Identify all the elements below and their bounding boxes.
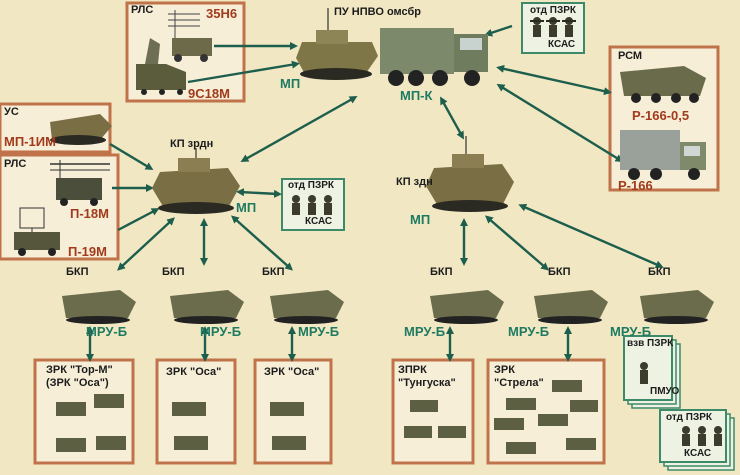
zrk-tor-line1: ЗРК "Тор-М" [46, 364, 113, 376]
mru-b-label-3: МРУ-Б [298, 324, 340, 339]
command-mpk-truck-icon [380, 28, 488, 86]
kp-zdn-vehicle-icon [426, 136, 514, 212]
zrk-strela-line1: ЗРК [494, 364, 515, 376]
mru-b-wheels [66, 316, 708, 324]
kp-zdn-title: КП здн [396, 176, 433, 188]
bkp-label-3: БКП [262, 266, 285, 278]
radar-35n6-icon [168, 10, 212, 62]
rsm-tag: РСМ [618, 50, 643, 62]
command-mpk-label: МП-К [400, 88, 433, 103]
command-mp-label: МП [280, 76, 301, 91]
zprk-line2: "Тунгуска" [398, 377, 456, 389]
connection-arrows [86, 24, 664, 362]
zrk-tor-line2: (ЗРК "Оса") [46, 377, 109, 389]
kp-zrdn-title: КП зрдн [170, 138, 214, 150]
pzrk-top-code: КСАС [548, 39, 576, 50]
truck-r166-icon [620, 130, 706, 180]
radar-35n6-label: 35Н6 [206, 6, 238, 21]
radar-p19m-icon [14, 207, 60, 256]
pzrk-top-title: отд ПЗРК [530, 5, 576, 16]
kp-zrdn-vehicle-icon [152, 148, 240, 214]
bkp-label-1: БКП [66, 266, 89, 278]
bkp-label-5: БКП [548, 266, 571, 278]
vzv-pzrk-title: взв ПЗРК [627, 338, 674, 349]
mru-b-label-5: МРУ-Б [508, 324, 550, 339]
pzrk-right-title: отд ПЗРК [666, 412, 712, 423]
rsm-r166-label: Р-166 [618, 178, 653, 193]
radar-p19m-label: П-19М [68, 244, 107, 259]
us-mp1im-vehicle-icon [50, 114, 112, 145]
kp-zrdn-mp-label: МП [236, 200, 257, 215]
mru-b-label-6: МРУ-Б [610, 324, 652, 339]
pzrk-left-code: КСАС [305, 216, 333, 227]
radar-group-tag: РЛС [131, 4, 154, 16]
zrk-strela-line2: "Стрела" [494, 377, 544, 389]
zrk-osa-2-label: ЗРК "Оса" [264, 366, 320, 378]
zrk-osa-1-label: ЗРК "Оса" [166, 366, 222, 378]
command-title: ПУ НПВО омсбр [334, 6, 421, 18]
pzrk-right-code: КСАС [684, 448, 712, 459]
radar-p18m-label: П-18М [70, 206, 109, 221]
pzrk-left-title: отд ПЗРК [288, 180, 334, 191]
command-mp-vehicle-icon [296, 8, 378, 80]
mru-b-label-2: МРУ-Б [200, 324, 242, 339]
radar-p18m-icon [50, 160, 110, 206]
zrk-vehicle-glyphs [56, 380, 598, 454]
mru-b-label-1: МРУ-Б [86, 324, 128, 339]
radar-9s18m-label: 9С18М [188, 86, 230, 101]
radar-9s18m-icon [136, 38, 186, 95]
us-mp1im-label: МП-1ИМ [4, 134, 56, 149]
bkp-label-6: БКП [648, 266, 671, 278]
mru-b-label-4: МРУ-Б [404, 324, 446, 339]
us-tag: УС [4, 106, 19, 118]
pzrk-soldiers-top-icon [530, 17, 576, 37]
rls-left-tag: РЛС [4, 158, 27, 170]
bkp-label-4: БКП [430, 266, 453, 278]
pzrk-soldiers-left-icon [292, 195, 332, 215]
vzv-pzrk-code: ПМУО [650, 386, 680, 397]
btr-r166-05-icon [620, 66, 706, 103]
zprk-line1: ЗПРК [398, 364, 427, 376]
bkp-label-2: БКП [162, 266, 185, 278]
rsm-r166-05-label: Р-166-0,5 [632, 108, 690, 123]
pzrk-stack-soldiers-icon [640, 362, 722, 446]
kp-zdn-mp-label: МП [410, 212, 431, 227]
mru-b-vehicles [62, 290, 714, 318]
